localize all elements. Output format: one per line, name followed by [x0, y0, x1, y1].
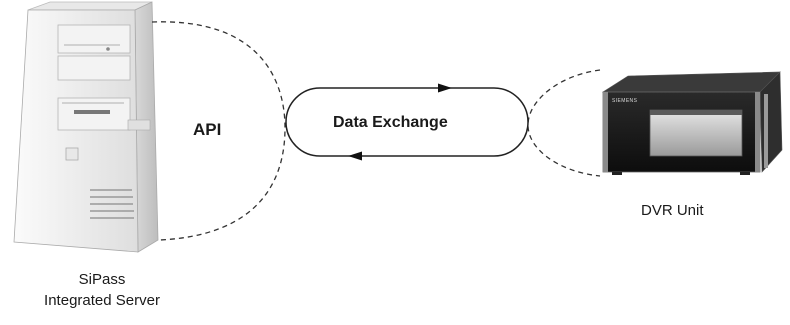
data-exchange-label: Data Exchange — [333, 114, 448, 131]
dvr-brand-logo: SIEMENS — [612, 98, 638, 104]
server-label-line1: SiPass — [78, 271, 126, 288]
dvr-unit-label: DVR Unit — [641, 202, 704, 219]
arrow-right-icon — [438, 83, 452, 93]
server-label-line2: Integrated Server — [44, 292, 160, 309]
arrow-left-icon — [348, 151, 362, 161]
api-label: API — [193, 120, 222, 139]
dvr-unit-icon — [601, 71, 783, 175]
api-connection-arc — [151, 21, 286, 241]
server-tower-icon — [13, 1, 159, 253]
data-exchange-loop — [285, 87, 529, 157]
dvr-connection-arc — [527, 69, 601, 177]
